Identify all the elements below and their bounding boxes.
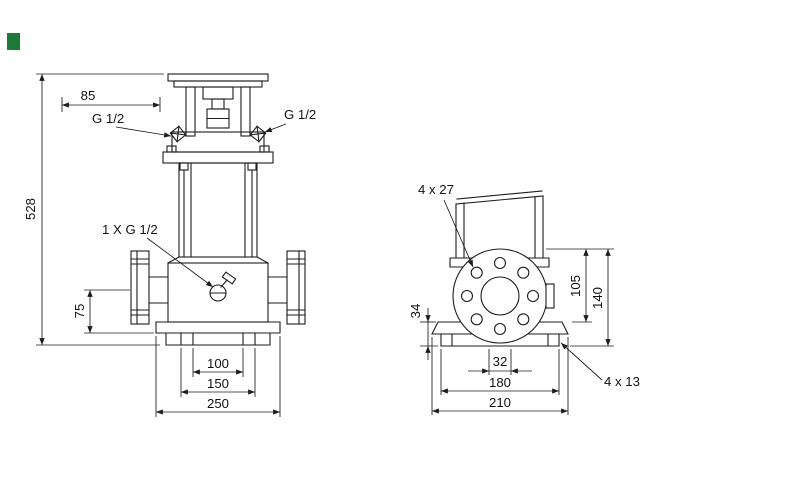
bolt-hole — [470, 313, 483, 326]
dim-slot-width: 32 — [468, 349, 532, 375]
dim-base-depth: 210 — [431, 337, 569, 415]
chamber-stack — [178, 162, 258, 258]
front-view — [130, 73, 306, 346]
dim-base-height: 34 — [408, 304, 438, 360]
flange-face — [452, 248, 555, 344]
port-bore — [480, 276, 520, 316]
plug-left-label: G 1/2 — [92, 111, 124, 126]
dim-base-inner: 100 — [192, 348, 244, 377]
head-plug-left — [169, 125, 187, 143]
vent-plug — [209, 271, 237, 302]
dim-top-offset: 85 — [61, 88, 161, 112]
coupling-guard — [185, 86, 251, 137]
dim-center-height-label: 105 — [568, 275, 583, 297]
discharge-flange — [286, 250, 306, 325]
motor-stool — [167, 73, 269, 88]
side-plug — [545, 283, 555, 309]
side-view — [431, 190, 569, 347]
dim-foot-span-side-label: 180 — [489, 375, 511, 390]
head-plug-right — [249, 125, 267, 143]
dim-foot-span-front-label: 150 — [207, 376, 229, 391]
dim-base-depth-label: 210 — [489, 395, 511, 410]
dim-foot-span-side: 180 — [440, 349, 560, 395]
bolt-hole — [517, 266, 530, 279]
dim-center-height: 105 — [568, 249, 592, 323]
dim-port-height: 75 — [72, 289, 154, 334]
bolt-hole — [493, 256, 507, 270]
bolt-hole — [526, 289, 540, 303]
dim-base-width: 250 — [155, 336, 281, 417]
dim-flange-top-height: 140 — [570, 249, 614, 347]
base-holes-label: 4 x 13 — [604, 374, 640, 389]
callout-plug-left: G 1/2 — [92, 111, 172, 138]
bolt-hole — [460, 289, 474, 303]
bolt-hole — [493, 322, 507, 336]
dim-foot-span-front: 150 — [180, 348, 256, 397]
vent-port-label: 1 X G 1/2 — [102, 222, 158, 237]
dim-slot-width-label: 32 — [493, 354, 508, 369]
brand-mark — [7, 33, 20, 50]
dim-flange-top-height-label: 140 — [590, 287, 605, 309]
callout-vent-port: 1 X G 1/2 — [102, 222, 214, 288]
callout-flange-holes: 4 x 27 — [418, 182, 474, 268]
pump-head — [162, 125, 274, 164]
side-view-dimensions: 4 x 27 34 105 140 — [408, 182, 640, 415]
dim-port-height-label: 75 — [72, 304, 87, 319]
dim-base-height-label: 34 — [408, 304, 423, 319]
pump-base — [155, 321, 281, 346]
side-column — [455, 190, 544, 259]
front-view-dimensions: 528 85 G 1/2 G 1/2 1 X G 1/2 75 — [23, 73, 316, 417]
callout-base-holes: 4 x 13 — [560, 342, 640, 389]
dim-overall-height-label: 528 — [23, 198, 38, 220]
flange-holes-label: 4 x 27 — [418, 182, 454, 197]
bolt-hole — [517, 313, 530, 326]
pump-body — [148, 256, 288, 323]
dim-overall-height: 528 — [23, 73, 164, 346]
callout-plug-right: G 1/2 — [264, 107, 316, 133]
bolt-hole — [470, 266, 483, 279]
dim-base-width-label: 250 — [207, 396, 229, 411]
suction-flange — [130, 250, 150, 325]
dim-base-inner-label: 100 — [207, 356, 229, 371]
plug-right-label: G 1/2 — [284, 107, 316, 122]
dim-top-offset-label: 85 — [81, 88, 96, 103]
